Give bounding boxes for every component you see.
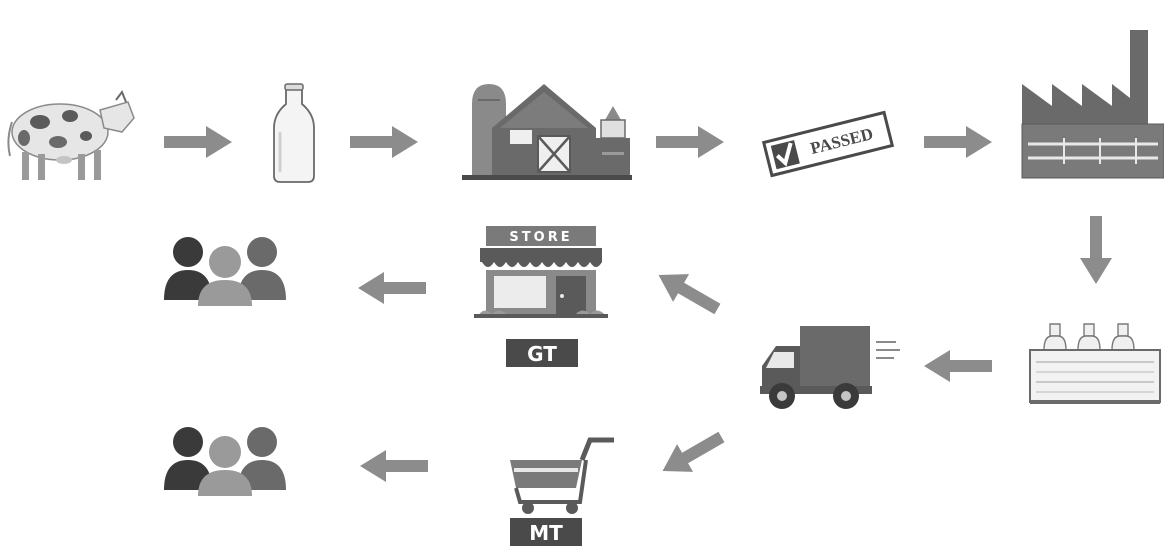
people-icon <box>164 237 286 306</box>
shopping-cart-icon <box>510 440 614 514</box>
cow-icon <box>8 92 134 180</box>
store-icon: STORE <box>474 226 608 318</box>
milk-crate-icon <box>1030 324 1160 404</box>
arrow-farm-to-quality <box>656 126 724 158</box>
milk-bottle-icon <box>274 84 314 182</box>
arrow-milk-to-farm <box>350 126 418 158</box>
mt-badge: MT <box>510 518 582 546</box>
arrow-cart-to-consumers <box>360 450 428 482</box>
delivery-truck-icon <box>760 326 900 409</box>
arrow-quality-to-factory <box>924 126 992 158</box>
arrow-truck-to-store <box>651 261 726 323</box>
arrow-store-to-consumers <box>358 272 426 304</box>
store-sign-label: STORE <box>509 230 572 245</box>
factory-icon <box>1022 30 1164 178</box>
people-icon <box>164 427 286 496</box>
mt-badge-label: MT <box>529 521 563 545</box>
gt-badge-label: GT <box>527 342 557 366</box>
arrow-truck-to-cart <box>655 423 730 485</box>
farm-barn-icon <box>462 84 632 180</box>
arrow-crate-to-truck <box>924 350 992 382</box>
passed-stamp-icon: PASSED <box>764 113 893 176</box>
arrow-factory-to-crate <box>1080 216 1112 284</box>
gt-badge: GT <box>506 339 578 367</box>
arrow-cow-to-milk <box>164 126 232 158</box>
